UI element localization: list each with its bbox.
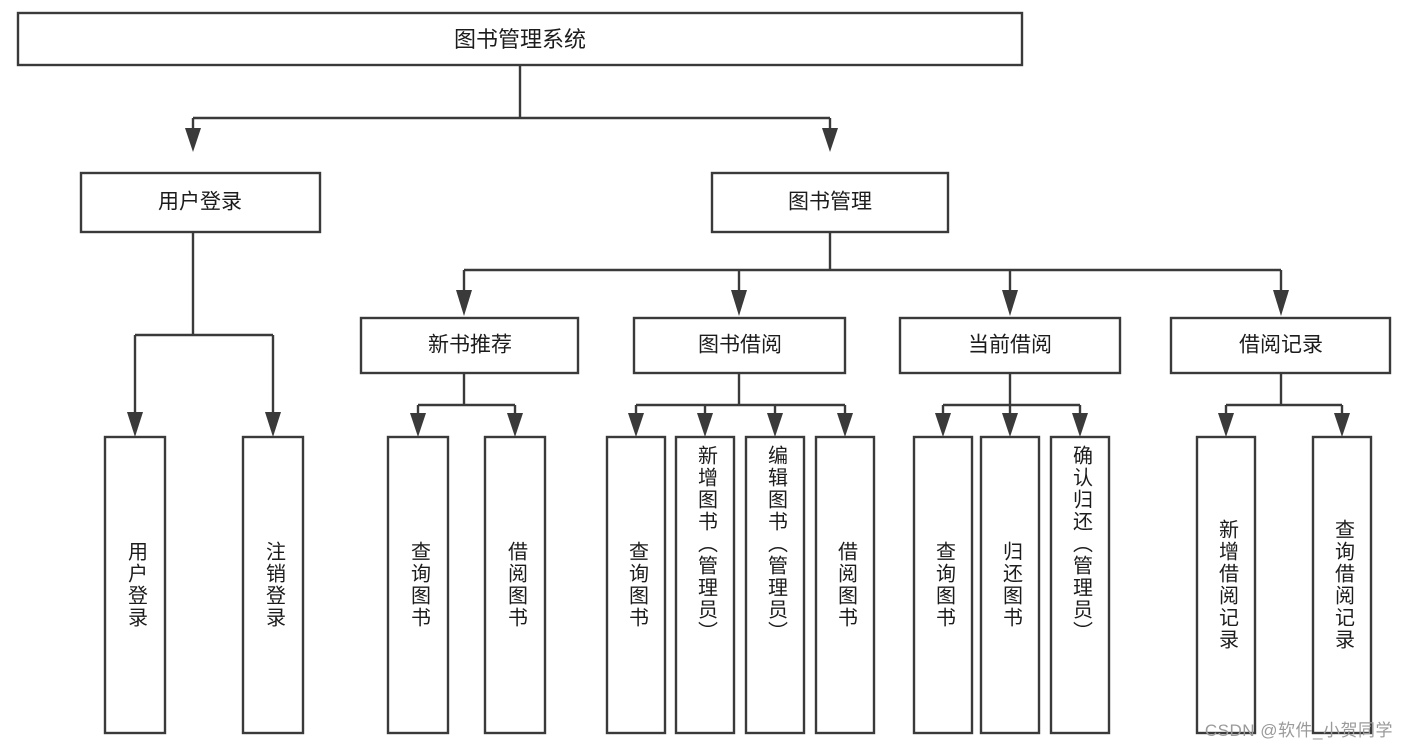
arrow-head-leaf-borrow-book-1 [507, 413, 523, 437]
node-borrow-record[interactable]: 借阅记录 [1169, 316, 1392, 375]
watermark-text: CSDN @软件_小贺同学 [1204, 721, 1393, 740]
arrow-head-leaf-borrow-book-2 [837, 413, 853, 437]
arrow-head-leaf-add-book [697, 413, 713, 437]
arrow-head-current-borrow [1002, 290, 1018, 316]
node-root-box[interactable] [16, 11, 1024, 67]
leaf-box-logout[interactable] [241, 435, 305, 735]
arrow-head-leaf-edit-book [767, 413, 783, 437]
node-user-login-label: 用户登录 [158, 191, 242, 214]
arrow-head-leaf-query-book-2 [628, 413, 644, 437]
arrow-head-leaf-query-record [1334, 413, 1350, 437]
node-user-login-box[interactable] [79, 171, 322, 234]
arrow-head-leaf-add-record [1218, 413, 1234, 437]
arrow-head-new-book-recommend [456, 290, 472, 316]
node-book-borrow-box[interactable] [632, 316, 847, 375]
leaf-box-query-book-2[interactable] [605, 435, 667, 735]
arrow-head-book-manage [822, 128, 838, 152]
leaf-box-confirm-return[interactable] [1049, 435, 1111, 735]
leaf-box-query-book-1[interactable] [386, 435, 450, 735]
leaf-box-return-book[interactable] [979, 435, 1041, 735]
leaf-box-query-record[interactable] [1311, 435, 1373, 735]
arrow-head-borrow-record [1273, 290, 1289, 316]
arrow-head-leaf-query-book-1 [410, 413, 426, 437]
arrow-head-leaf-query-book-3 [935, 413, 951, 437]
node-borrow-record-box[interactable] [1169, 316, 1392, 375]
leaf-box-query-book-3[interactable] [912, 435, 974, 735]
node-new-book-recommend-label: 新书推荐 [428, 334, 512, 357]
leaf-box-group [103, 435, 1373, 735]
arrow-head-user-login [185, 128, 201, 152]
leaf-box-edit-book[interactable] [744, 435, 806, 735]
node-book-manage-label: 图书管理 [788, 191, 872, 214]
arrow-head-leaf-return-book [1002, 413, 1018, 437]
node-book-borrow-label: 图书借阅 [698, 334, 782, 357]
leaf-box-add-book[interactable] [674, 435, 736, 735]
arrow-head-leaf-confirm-return [1072, 413, 1088, 437]
leaf-box-borrow-book-2[interactable] [814, 435, 876, 735]
node-new-book-recommend[interactable]: 新书推荐 [359, 316, 580, 375]
node-book-manage[interactable]: 图书管理 [710, 171, 950, 234]
arrow-head-leaf-logout [265, 412, 281, 437]
node-new-book-recommend-box[interactable] [359, 316, 580, 375]
node-book-borrow[interactable]: 图书借阅 [632, 316, 847, 375]
leaf-box-add-record[interactable] [1195, 435, 1257, 735]
node-current-borrow-label: 当前借阅 [968, 334, 1052, 357]
connector-group [127, 65, 1350, 437]
node-current-borrow-box[interactable] [898, 316, 1122, 375]
arrow-head-leaf-user-login [127, 412, 143, 437]
node-current-borrow[interactable]: 当前借阅 [898, 316, 1122, 375]
arrow-head-book-borrow [731, 290, 747, 316]
node-root-label: 图书管理系统 [454, 27, 586, 52]
node-root[interactable]: 图书管理系统 [16, 11, 1024, 67]
node-book-manage-box[interactable] [710, 171, 950, 234]
node-borrow-record-label: 借阅记录 [1239, 334, 1323, 357]
node-user-login[interactable]: 用户登录 [79, 171, 322, 234]
leaf-box-borrow-book-1[interactable] [483, 435, 547, 735]
leaf-box-user-login[interactable] [103, 435, 167, 735]
